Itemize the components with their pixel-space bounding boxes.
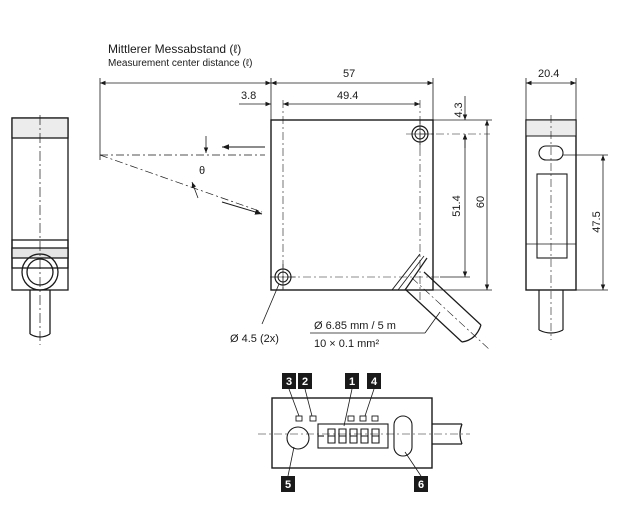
dim-20-4-text: 20.4 xyxy=(538,68,559,80)
badge-3: 3 xyxy=(282,373,296,389)
dim-60-text: 60 xyxy=(475,196,487,208)
badge-2: 2 xyxy=(298,373,312,389)
dim-3-8-text: 3.8 xyxy=(241,90,256,102)
svg-text:2: 2 xyxy=(302,376,308,388)
dim-49-4-text: 49.4 xyxy=(337,90,358,102)
dim-51-4-text: 51.4 xyxy=(451,195,463,216)
mount-hole-note: Ø 4.5 (2x) xyxy=(230,333,279,345)
right-side-view xyxy=(525,115,608,340)
badge-5: 5 xyxy=(281,476,295,492)
measurement-distance-label-de: Mittlerer Messabstand (ℓ) xyxy=(108,42,241,56)
svg-text:4: 4 xyxy=(371,376,378,388)
dim-47-5-text: 47.5 xyxy=(591,211,603,232)
badge-6: 6 xyxy=(414,476,428,492)
cable-spec-line1: Ø 6.85 mm / 5 m xyxy=(314,320,396,332)
badge-leaders xyxy=(287,388,422,477)
measurement-distance-label-en: Measurement center distance (ℓ) xyxy=(108,58,252,69)
dim-57-text: 57 xyxy=(343,68,355,80)
hole-spacing-y-dimension xyxy=(440,134,470,278)
svg-text:5: 5 xyxy=(285,479,291,491)
svg-text:3: 3 xyxy=(286,376,292,388)
side-dimensions xyxy=(525,78,606,290)
cable-leader xyxy=(310,311,441,334)
cable-spec-line2: 10 × 0.1 mm² xyxy=(314,338,379,350)
badge-4: 4 xyxy=(367,373,381,389)
left-end-view xyxy=(11,115,69,345)
angle-theta-label: θ xyxy=(199,165,205,177)
top-display-view xyxy=(258,397,470,469)
badge-1: 1 xyxy=(345,373,359,389)
segment-display xyxy=(318,428,380,444)
svg-text:6: 6 xyxy=(418,479,424,491)
mount-hole-leader xyxy=(261,283,280,325)
dim-4-3-text: 4.3 xyxy=(453,102,465,117)
main-front-view xyxy=(99,100,491,351)
height-60-dimension xyxy=(433,120,492,291)
width-57-dimension xyxy=(271,78,434,120)
svg-text:1: 1 xyxy=(349,376,355,388)
